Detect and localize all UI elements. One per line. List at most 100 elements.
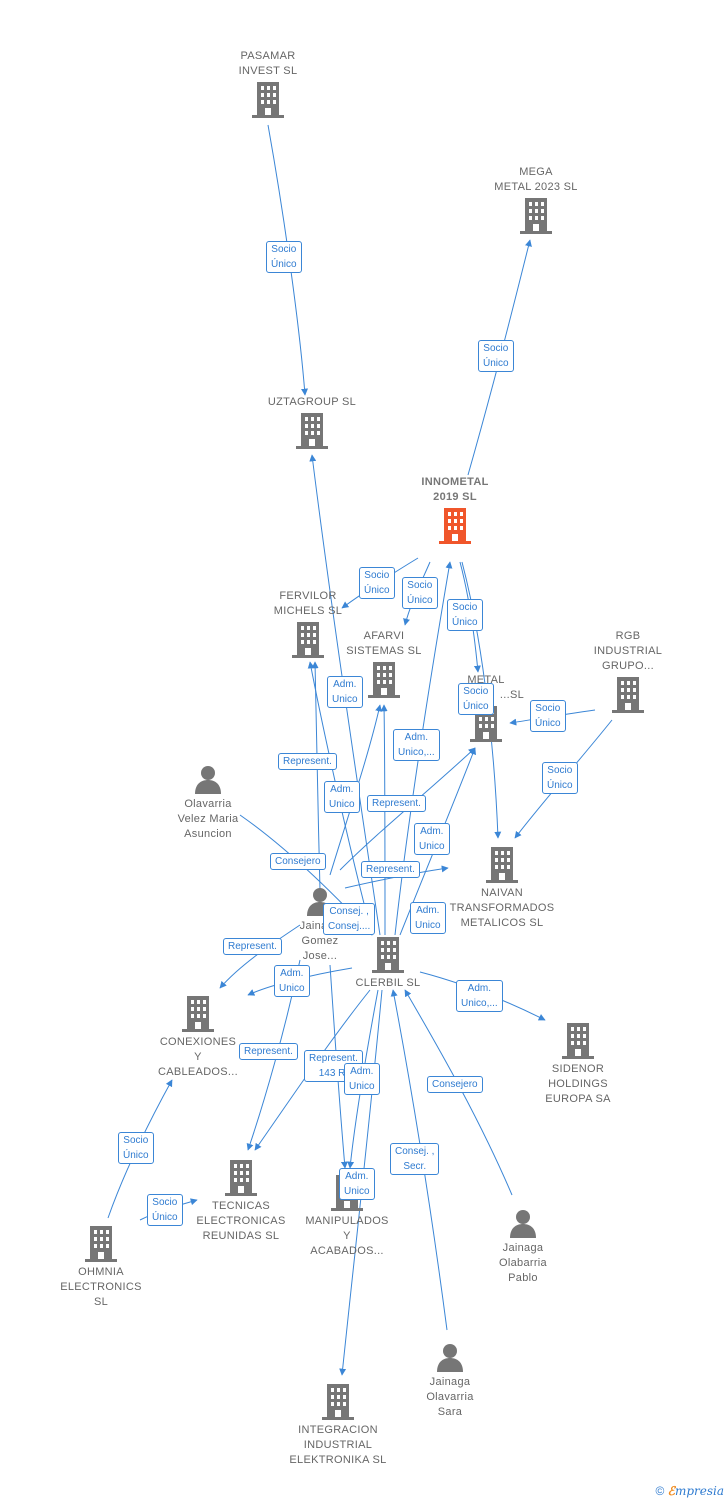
node-label: Olavarria [426,1391,474,1403]
node-naivan[interactable]: NAIVAN TRANSFORMADOS METALICOS SL [432,847,572,931]
node-label: ACABADOS... [310,1245,384,1257]
node-label: Velez Maria [177,813,239,825]
node-label: CABLEADOS... [157,1066,238,1078]
edge-label-line: Único [535,718,561,729]
edge-label[interactable]: Represent. [361,861,420,878]
edge-label[interactable]: Adm.Unico [274,965,310,997]
node-label: PASAMAR [240,50,296,62]
edge-label-line: Represent. [228,941,277,952]
node-integracion[interactable]: INTEGRACION INDUSTRIAL ELEKTRONIKA SL [268,1384,408,1468]
edge-label[interactable]: Adm.Unico [324,781,360,813]
node-label: Olavarria [184,798,232,810]
copyright-symbol: © [655,1484,665,1498]
node-uztagroup[interactable]: UZTAGROUP SL [242,395,382,449]
node-label: INDUSTRIAL [303,1439,373,1451]
edge-label[interactable]: Consejero [427,1076,483,1093]
building-icon [486,847,518,883]
edge-label[interactable]: Represent. [223,938,282,955]
node-label: ELECTRONICS [60,1281,142,1293]
edge-label[interactable]: Adm.Unico,... [456,980,503,1012]
edge-label[interactable]: Represent. [278,753,337,770]
edge-label-line: Socio [152,1197,178,1208]
node-label: SISTEMAS SL [346,645,422,657]
edge-label-line: Adm. [416,905,440,916]
node-afarvi[interactable]: AFARVI SISTEMAS SL [314,629,454,698]
node-olavarria-velez[interactable]: Olavarria Velez Maria Asuncion [138,764,278,842]
node-ohmnia[interactable]: OHMNIA ELECTRONICS SL [31,1226,171,1310]
node-label: CONEXIONES [159,1036,237,1048]
node-label: REUNIDAS SL [202,1230,280,1242]
edge-label-line: Unico [344,1186,370,1197]
edge-label-line: Único [152,1212,178,1223]
node-fervilor[interactable]: FERVILOR MICHELS SL [238,589,378,658]
node-label: HOLDINGS [548,1078,608,1090]
edge-label[interactable]: Represent. [239,1043,298,1060]
edge-label-line: Secr. [403,1161,427,1172]
edge-label[interactable]: Consej. ,Consej.... [323,903,376,935]
node-conexiones[interactable]: CONEXIONES Y CABLEADOS... [128,996,268,1080]
building-icon [225,1160,257,1196]
node-rgb[interactable]: RGB INDUSTRIAL GRUPO... [558,629,698,713]
node-label: RGB [615,630,641,642]
node-jainaga-olabarria[interactable]: Jainaga Olabarria Pablo [453,1208,593,1286]
edge-label-line: Consejero [275,856,321,867]
node-jainaga-olavarria[interactable]: Jainaga Olavarria Sara [380,1342,520,1420]
edge-label-line: Único [483,358,509,369]
edge-label-line: Único [271,259,297,270]
node-innometal[interactable]: INNOMETAL 2019 SL [385,475,525,544]
edge-label[interactable]: Adm.Unico [327,676,363,708]
building-icon [562,1023,594,1059]
building-icon [85,1226,117,1262]
edge-label-line: Adm. [330,784,354,795]
edge-label-line: Socio [463,686,489,697]
edge-label[interactable]: Adm.Unico,... [393,729,440,761]
building-icon [296,413,328,449]
person-icon [510,1210,536,1238]
building-icon [182,996,214,1032]
edge-label[interactable]: Consej. ,Secr. [390,1143,440,1175]
edge-label-line: Socio [364,570,390,581]
node-tecnicas[interactable]: TECNICAS ELECTRONICAS REUNIDAS SL [171,1160,311,1244]
node-clerbil[interactable]: CLERBIL SL [318,937,458,991]
edge-label[interactable]: Adm.Unico [410,902,446,934]
edge-label[interactable]: Represent. [367,795,426,812]
edge-label[interactable]: Adm.Unico [344,1063,380,1095]
edge-label-line: Adm. [345,1171,369,1182]
node-label: ELECTRONICAS [196,1215,286,1227]
edge-label[interactable]: Adm.Unico [414,823,450,855]
edge-label-line: Represent. [372,798,421,809]
edge-label[interactable]: Consejero [270,853,326,870]
edge-label-line: Único [407,595,433,606]
node-sidenor[interactable]: SIDENOR HOLDINGS EUROPA SA [508,1023,648,1107]
edge-label-line: Unico [349,1081,375,1092]
edge-label[interactable]: Adm. Unico [339,1168,375,1200]
edge-label-line: Único [364,585,390,596]
edge-label-line: Adm. [467,983,492,994]
edge-label-line: Consejero [432,1079,478,1090]
edge-label-line: Socio [452,602,478,613]
edge-label-line: Socio [483,343,509,354]
edge-jose-conexiones [219,924,301,989]
edge-label-line: Represent. [309,1053,358,1064]
node-label: MANIPULADOS [305,1215,389,1227]
node-label: INVEST SL [238,65,298,77]
node-label: Olabarria [499,1257,547,1269]
node-pasamar[interactable]: PASAMAR INVEST SL [198,49,338,118]
node-label: Asuncion [184,828,232,840]
edge-label-line: Único [463,701,489,712]
edge-label-line: Unico [419,841,445,852]
node-label: ELEKTRONIKA SL [289,1454,387,1466]
building-icon [252,82,284,118]
footer-brand[interactable]: © ℰmpresia [655,1484,724,1498]
node-mega[interactable]: MEGA METAL 2023 SL [466,165,606,234]
